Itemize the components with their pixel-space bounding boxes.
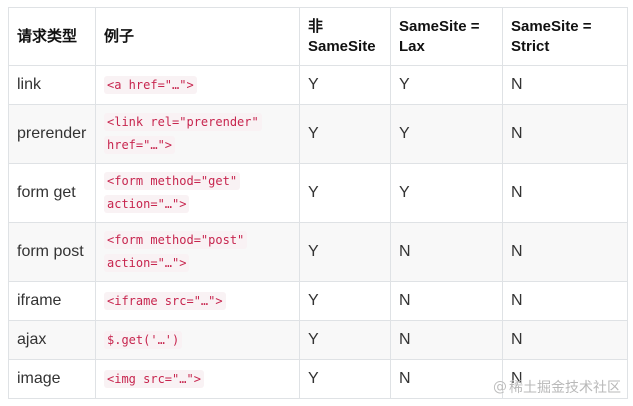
cell-lax: N [390, 222, 503, 282]
cell-request-type: ajax [8, 320, 96, 360]
cell-lax: N [390, 320, 503, 360]
cell-non-samesite: Y [299, 222, 391, 282]
code-snippet: $.get('…') [104, 330, 183, 349]
table-row: form post <form method="post" action="…"… [8, 222, 628, 282]
table-row: iframe <iframe src="…"> Y N N [8, 281, 628, 321]
table-row: ajax $.get('…') Y N N [8, 320, 628, 360]
code-snippet: <img src="…"> [104, 369, 204, 388]
cell-example: <form method="post" action="…"> [95, 222, 300, 282]
cell-request-type: link [8, 65, 96, 105]
code-snippet: <link rel="prerender" href="…"> [104, 113, 262, 154]
cell-example: <a href="…"> [95, 65, 300, 105]
cell-non-samesite: Y [299, 65, 391, 105]
cell-non-samesite: Y [299, 320, 391, 360]
cell-strict: N [502, 320, 628, 360]
cell-lax: N [390, 359, 503, 399]
cell-non-samesite: Y [299, 163, 391, 223]
cell-example: <img src="…"> [95, 359, 300, 399]
code-snippet: <form method="get" action="…"> [104, 172, 241, 213]
cell-non-samesite: Y [299, 359, 391, 399]
samesite-request-table: 请求类型 例子 非 SameSite SameSite = Lax SameSi… [8, 7, 628, 399]
cell-example: $.get('…') [95, 320, 300, 360]
cell-lax: Y [390, 104, 503, 164]
cell-non-samesite: Y [299, 104, 391, 164]
cell-request-type: image [8, 359, 96, 399]
cell-strict: N [502, 163, 628, 223]
cell-non-samesite: Y [299, 281, 391, 321]
cell-lax: Y [390, 163, 503, 223]
table-row: link <a href="…"> Y Y N [8, 65, 628, 105]
table-row: form get <form method="get" action="…"> … [8, 163, 628, 223]
header-samesite-lax: SameSite = Lax [390, 7, 503, 66]
table-header-row: 请求类型 例子 非 SameSite SameSite = Lax SameSi… [8, 7, 628, 66]
header-example: 例子 [95, 7, 300, 66]
code-snippet: <a href="…"> [104, 75, 197, 94]
cell-example: <link rel="prerender" href="…"> [95, 104, 300, 164]
code-snippet: <form method="post" action="…"> [104, 231, 248, 272]
header-non-samesite: 非 SameSite [299, 7, 391, 66]
cell-example: <form method="get" action="…"> [95, 163, 300, 223]
table-row: prerender <link rel="prerender" href="…"… [8, 104, 628, 164]
watermark-text: 稀土掘金技术社区 [509, 380, 621, 396]
cell-lax: N [390, 281, 503, 321]
cell-request-type: iframe [8, 281, 96, 321]
cell-strict: N [502, 359, 628, 399]
juejin-watermark: @ 稀土掘金技术社区 [493, 377, 621, 397]
cell-request-type: form get [8, 163, 96, 223]
cell-strict: N [502, 281, 628, 321]
cell-request-type: prerender [8, 104, 96, 164]
header-samesite-strict: SameSite = Strict [502, 7, 628, 66]
cell-lax: Y [390, 65, 503, 105]
cell-strict: N [502, 65, 628, 105]
at-sign-icon: @ [493, 379, 507, 395]
header-request-type: 请求类型 [8, 7, 96, 66]
cell-strict: N [502, 104, 628, 164]
cell-example: <iframe src="…"> [95, 281, 300, 321]
cell-request-type: form post [8, 222, 96, 282]
cell-strict: N [502, 222, 628, 282]
code-snippet: <iframe src="…"> [104, 291, 226, 310]
table-row: image <img src="…"> Y N N [8, 359, 628, 399]
